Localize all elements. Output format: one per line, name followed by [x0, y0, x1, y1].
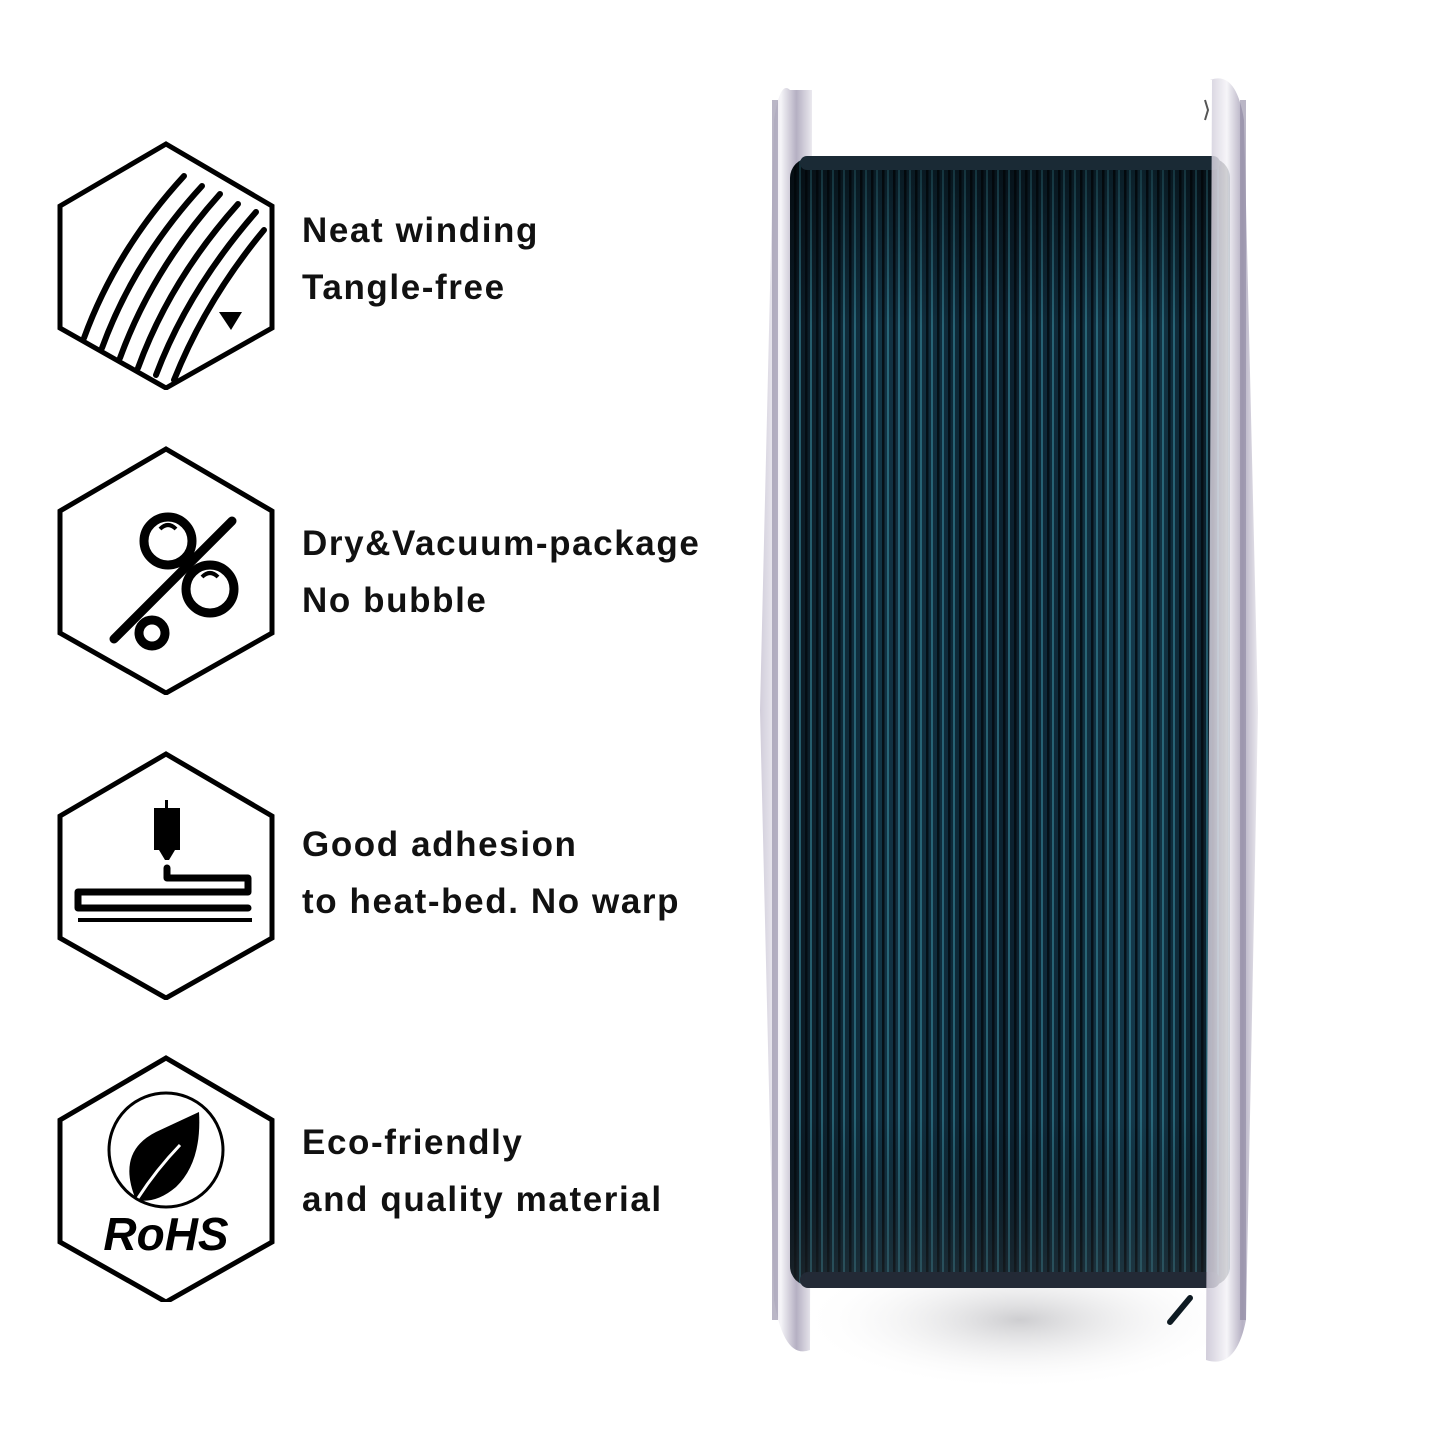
filament-spool-image [760, 78, 1258, 1390]
feature-subtitle: Tangle-free [302, 268, 506, 307]
rohs-badge-text: RoHS [103, 1208, 229, 1260]
feature-eco-friendly: RoHS Eco-friendly and quality material [56, 1052, 756, 1302]
feature-subtitle: No bubble [302, 581, 488, 620]
feature-subtitle: to heat-bed. No warp [302, 882, 681, 921]
feature-heat-bed-adhesion: Good adhesion to heat-bed. No warp [56, 750, 756, 1000]
feature-title: Good adhesion [302, 825, 578, 864]
rohs-leaf-icon: RoHS [57, 1055, 275, 1302]
feature-neat-winding: Neat winding Tangle-free [56, 140, 756, 390]
dry-vacuum-percent-icon [57, 446, 275, 695]
feature-title: Eco-friendly [302, 1123, 524, 1162]
feature-dry-vacuum: Dry&Vacuum-package No bubble [56, 445, 756, 695]
heat-bed-adhesion-icon [57, 751, 275, 1000]
neat-winding-icon [57, 141, 275, 390]
feature-subtitle: and quality material [302, 1180, 663, 1219]
feature-title: Dry&Vacuum-package [302, 524, 701, 563]
feature-title: Neat winding [302, 211, 539, 250]
